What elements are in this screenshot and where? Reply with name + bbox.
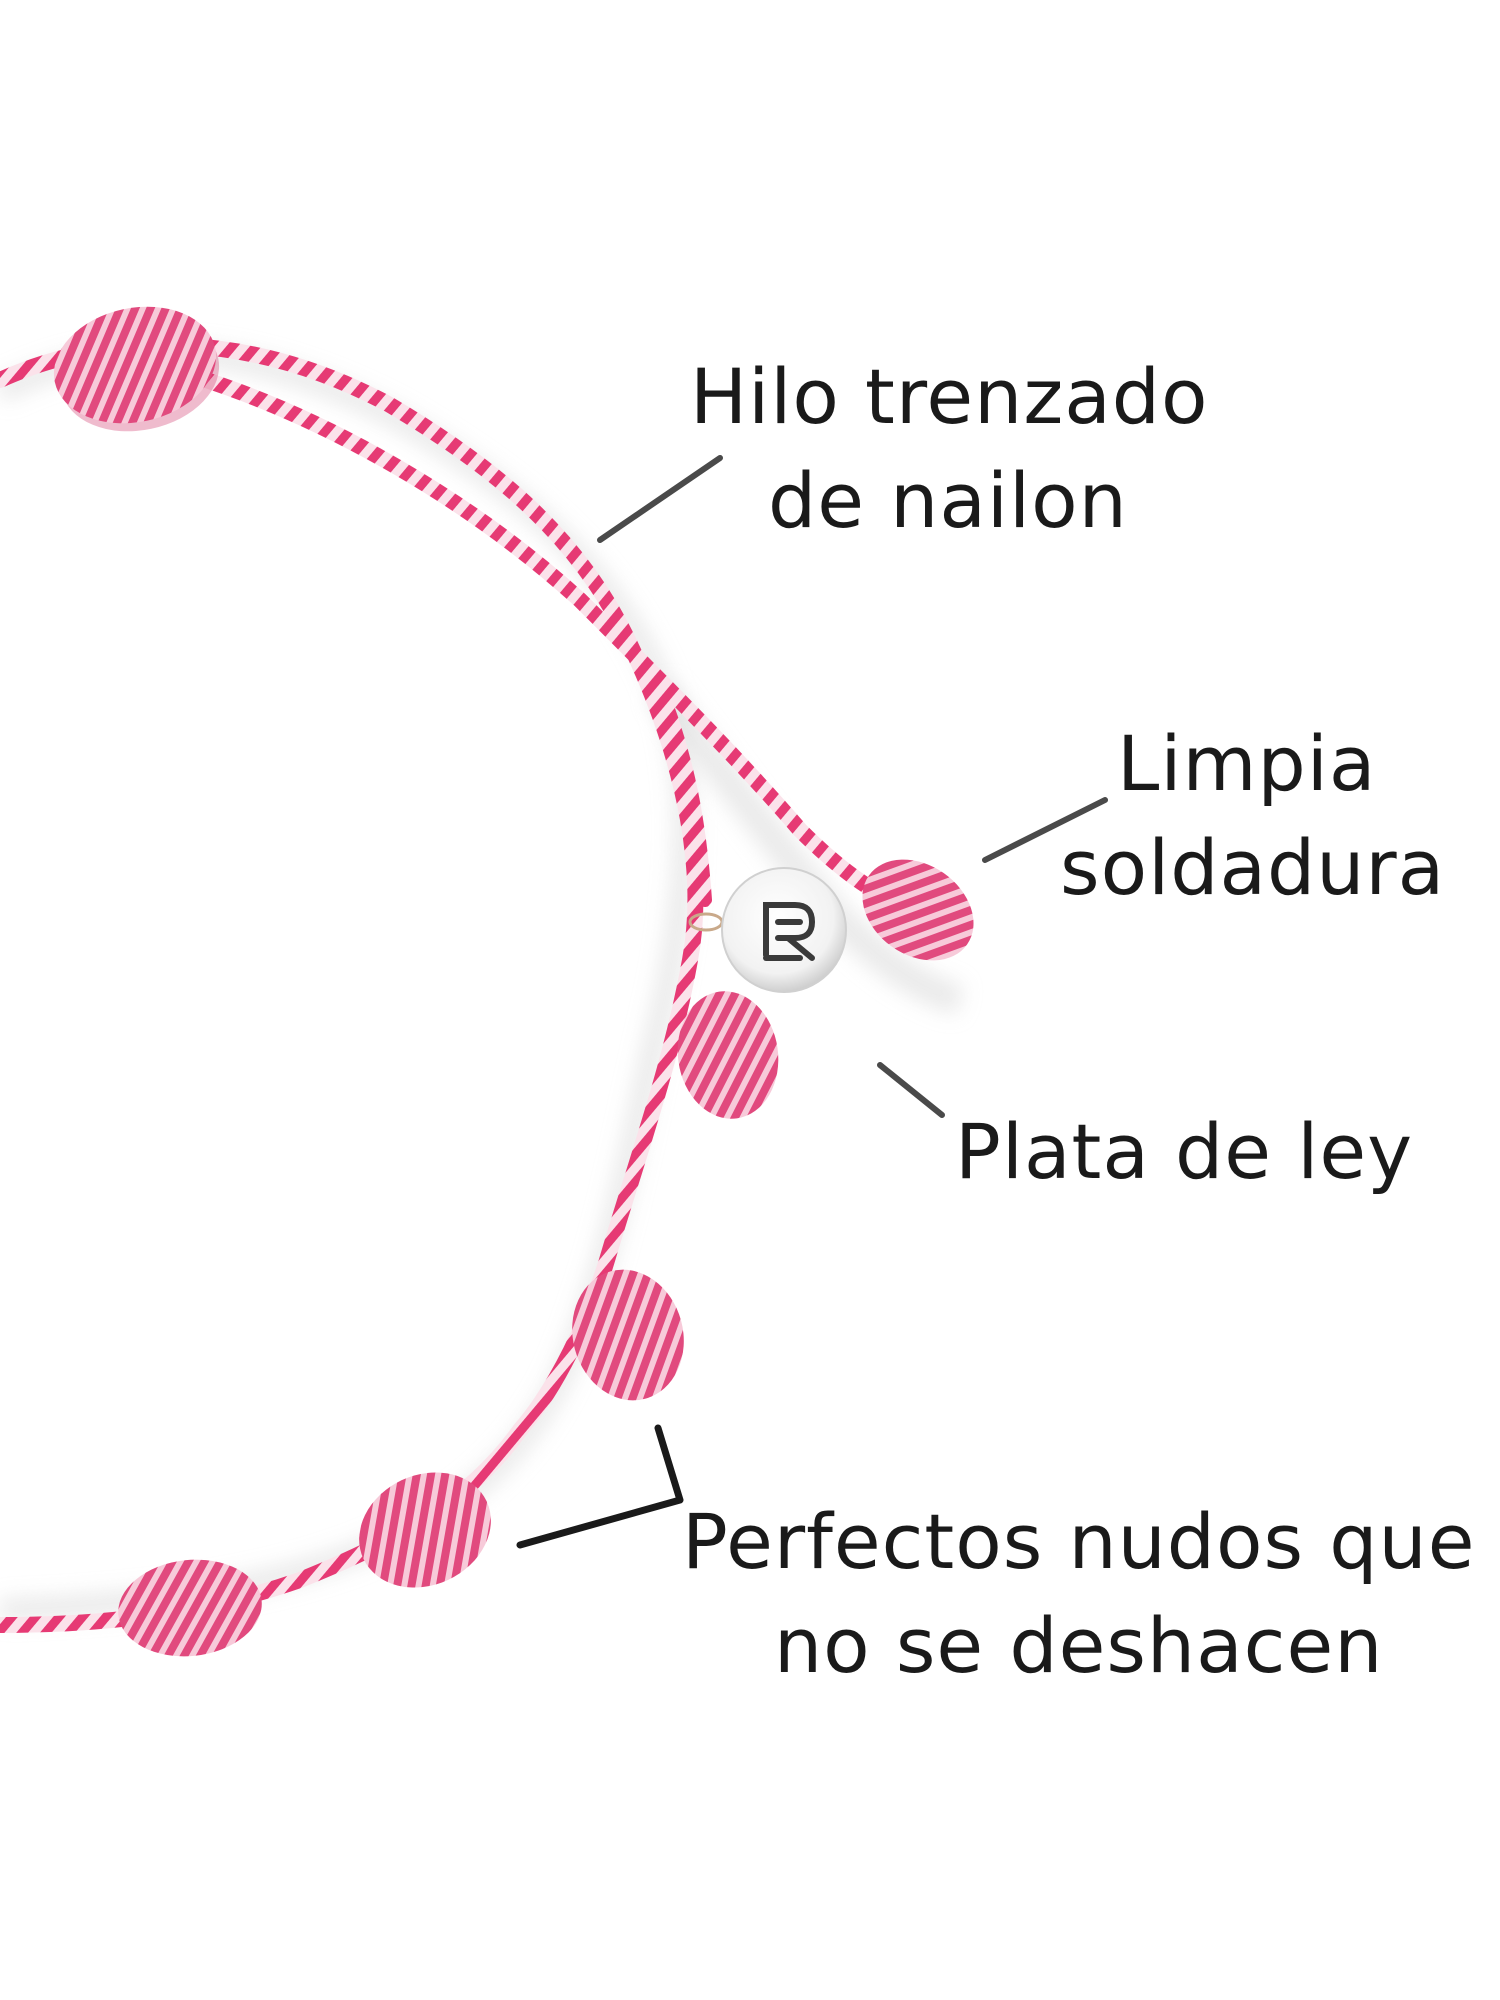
bracelet-cord [0, 337, 704, 1633]
monogram-charm [688, 867, 847, 993]
callout-knots: Perfectos nudos que no se deshacen [682, 1490, 1475, 1698]
callout-thread-line-1: Hilo trenzado [690, 352, 1209, 441]
callout-clean-line-1: Limpia [1117, 719, 1377, 808]
bracelet-cord-inner [648, 668, 712, 907]
callout-silver-line-1: Plata de ley [955, 1107, 1414, 1196]
leader-silver [877, 1062, 945, 1118]
knot-bottom-right [359, 1472, 491, 1588]
knot-middle-lower [572, 1269, 684, 1401]
callout-thread-line-2: de nailon [768, 456, 1128, 545]
callout-knots-line-1: Perfectos nudos que [682, 1497, 1476, 1586]
bracelet-cord-upper [192, 370, 908, 913]
monogram-icon [763, 902, 816, 961]
knot-end-right [862, 859, 974, 961]
cord-shadow [0, 342, 696, 1621]
leader-thread [597, 455, 723, 543]
leader-clean [982, 797, 1108, 863]
knot-middle-upper [677, 991, 779, 1119]
leader-knots [516, 1424, 684, 1549]
callout-knots-line-2: no se deshacen [774, 1601, 1384, 1690]
callout-clean-line-2: soldadura [1060, 823, 1446, 912]
knot-top-left [53, 306, 220, 432]
callout-silver: Plata de ley [955, 1100, 1413, 1204]
knot-bottom-left [118, 1559, 262, 1657]
callout-clean: Limpia soldadura [1060, 712, 1445, 920]
callout-thread: Hilo trenzado de nailon [690, 345, 1209, 553]
